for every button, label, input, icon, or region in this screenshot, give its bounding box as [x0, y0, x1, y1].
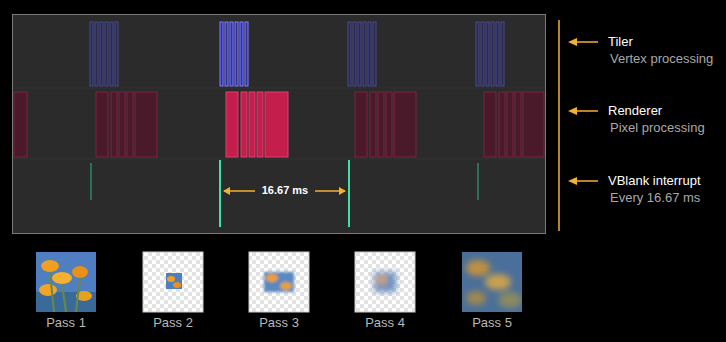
timeline-panel [13, 15, 546, 234]
pass-thumbnail [143, 252, 203, 312]
row-subtitle: Vertex processing [610, 52, 713, 67]
callout-arrows [559, 20, 598, 231]
tiler-bars-active [220, 22, 248, 86]
pass-label: Pass 3 [259, 316, 299, 331]
tiler-bars [90, 22, 504, 86]
pass-thumbnail [462, 252, 522, 312]
row-divider [13, 88, 545, 89]
renderer-bars [14, 92, 544, 157]
interval-label: 16.67 ms [259, 184, 311, 197]
vblank-lines [91, 163, 478, 200]
vblank-lines-active [220, 160, 349, 227]
pass-thumbnail [355, 252, 415, 312]
pass-label: Pass 2 [153, 316, 193, 331]
pass-thumbnail [249, 252, 309, 312]
row-title: VBlank interrupt [608, 174, 701, 189]
row-title: Renderer [608, 104, 662, 119]
row-subtitle: Pixel processing [610, 121, 705, 136]
pass-label: Pass 4 [365, 316, 405, 331]
renderer-bars-active [226, 92, 288, 157]
pass-thumbnail [36, 252, 96, 312]
row-title: Tiler [608, 35, 633, 50]
pass-label: Pass 1 [46, 316, 86, 331]
row-divider [13, 159, 545, 160]
row-subtitle: Every 16.67 ms [610, 191, 700, 206]
pass-label: Pass 5 [472, 316, 512, 331]
